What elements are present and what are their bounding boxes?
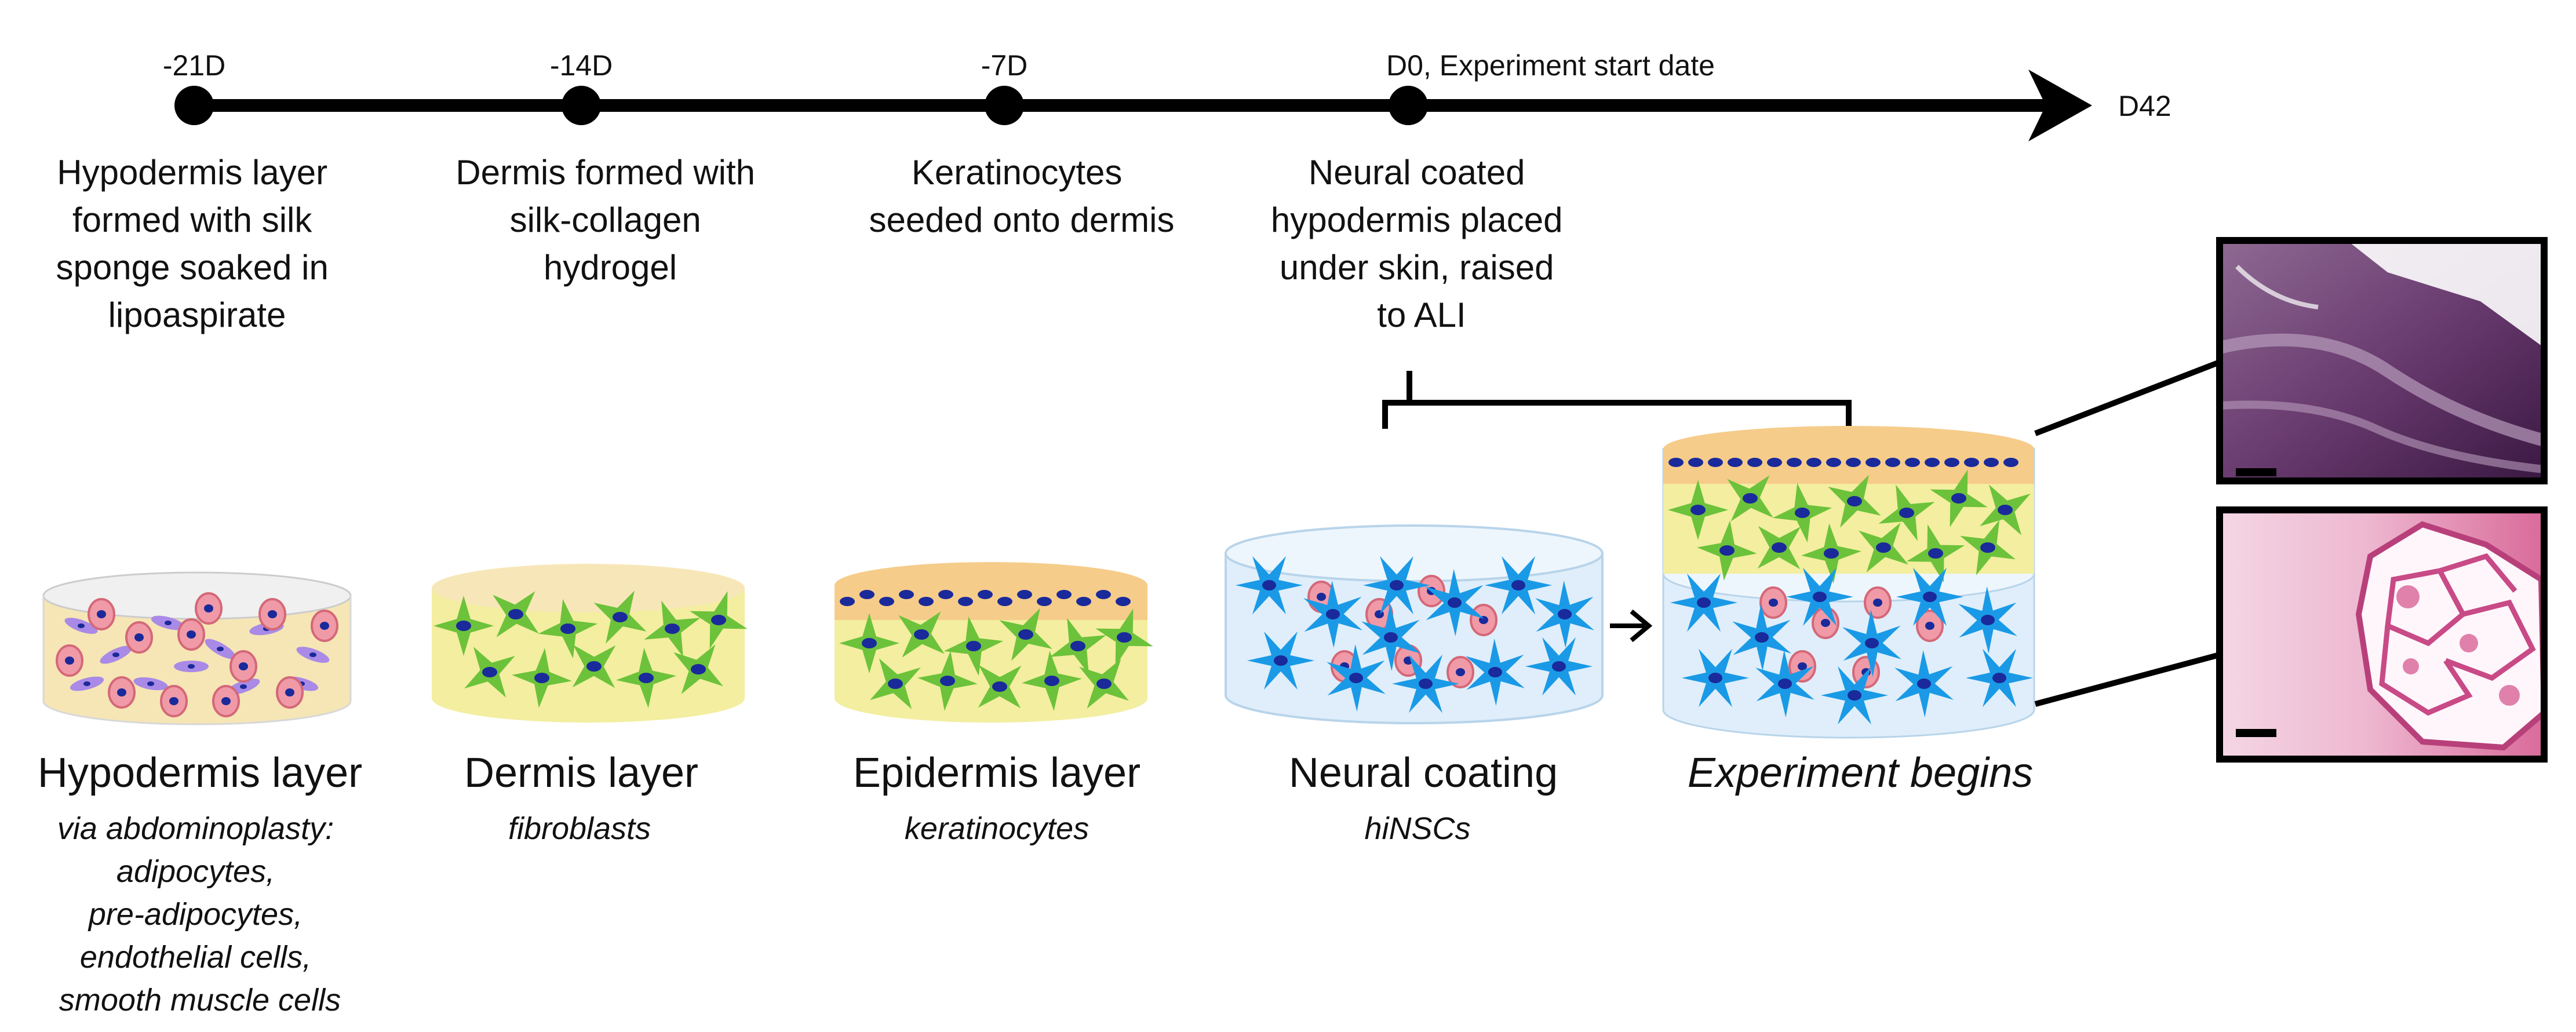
step-descriptions: Hypodermis layer formed with silk sponge…	[56, 153, 1572, 334]
step-3-text: Keratinocytes seeded onto dermis	[869, 153, 1175, 239]
connector-top	[2034, 359, 2221, 436]
tick-label-minus7: -7D	[981, 49, 1028, 82]
layer-subtitles: via abdominoplasty: adipocytes, pre-adip…	[57, 811, 1471, 1018]
layer-subtitle-epidermis: keratinocytes	[905, 811, 1089, 846]
step-4-text: Neural coated hypodermis placed under sk…	[1271, 153, 1572, 334]
hypodermis-disc	[42, 571, 352, 725]
layer-title-dermis: Dermis layer	[464, 750, 698, 796]
tick-label-minus21: -21D	[163, 49, 225, 82]
scale-bar-top	[2236, 468, 2276, 476]
tick-label-minus14: -14D	[550, 49, 613, 82]
tick-label-d42: D42	[2118, 90, 2171, 122]
bracket	[1382, 371, 1852, 429]
layer-title-epidermis: Epidermis layer	[853, 750, 1141, 796]
layer-subtitle-neural: hiNSCs	[1364, 811, 1470, 846]
connector-bottom	[2034, 652, 2221, 707]
layer-subtitle-dermis: fibroblasts	[508, 811, 651, 846]
step-2-text: Dermis formed with silk-collagen hydroge…	[456, 153, 764, 287]
layer-title-experiment: Experiment begins	[1688, 750, 2033, 796]
scale-bar-bottom	[2236, 729, 2276, 737]
timeline: -21D -14D -7D D0, Experiment start date …	[163, 49, 2171, 141]
layer-subtitle-hypodermis: via abdominoplasty: adipocytes, pre-adip…	[57, 811, 343, 1018]
layer-title-hypodermis: Hypodermis layer	[38, 750, 362, 796]
step-1-text: Hypodermis layer formed with silk sponge…	[56, 153, 338, 334]
layer-title-neural: Neural coating	[1289, 750, 1558, 796]
timeline-dot-minus21	[174, 86, 214, 125]
neural-coating-disc	[1225, 524, 1604, 724]
combined-construct	[1662, 426, 2035, 739]
micrograph-bottom	[2216, 506, 2548, 763]
timeline-dot-d0	[1389, 86, 1428, 125]
micrograph-top	[2216, 237, 2548, 484]
timeline-dot-minus7	[985, 86, 1024, 125]
small-arrow	[1610, 609, 1653, 643]
layer-titles: Hypodermis layer Dermis layer Epidermis …	[38, 750, 2033, 796]
timeline-arrowhead	[2028, 70, 2092, 141]
epidermis-disc	[835, 562, 1153, 723]
dermis-disc	[432, 564, 748, 723]
timeline-dot-minus14	[562, 86, 601, 125]
tick-label-d0: D0, Experiment start date	[1386, 49, 1715, 82]
